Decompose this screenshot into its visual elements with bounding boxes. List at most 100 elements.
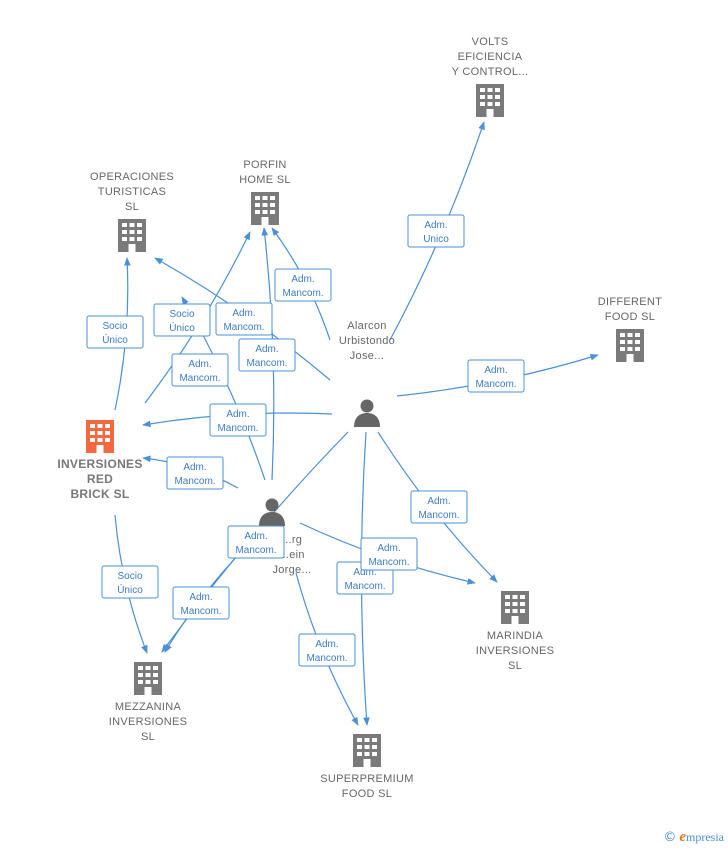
building-icon bbox=[118, 219, 146, 252]
edge-badge[interactable]: Adm.Mancom. bbox=[166, 456, 224, 490]
node-label: OPERACIONES bbox=[90, 171, 174, 183]
edge-badge-text: Socio bbox=[169, 309, 194, 320]
edge-badge-text: Socio bbox=[102, 321, 127, 332]
node-jorge[interactable]: ...rg...einJorge... bbox=[259, 498, 312, 577]
node-label: MEZZANINA bbox=[115, 701, 182, 713]
edge-badge-text: Mancom. bbox=[418, 510, 459, 521]
edge-badge[interactable]: Adm. Mancom. bbox=[467, 359, 525, 393]
node-label: SL bbox=[141, 731, 155, 743]
node-label: Jose... bbox=[350, 350, 385, 362]
edge-badge-text: Adm. bbox=[291, 274, 314, 285]
edge-badge[interactable]: Adm.Mancom. bbox=[209, 403, 267, 437]
edge-badge[interactable]: Adm. Mancom. bbox=[274, 268, 332, 302]
edge-badge-box bbox=[274, 268, 332, 302]
node-mezzanina[interactable]: MEZZANINA INVERSIONES SL bbox=[109, 662, 188, 743]
edge-badge[interactable]: Adm. Mancom. bbox=[227, 525, 285, 559]
edge-badge-text: Adm. bbox=[315, 639, 338, 650]
edge-badge-text: Mancom. bbox=[246, 358, 287, 369]
edge-badge-text: Mancom. bbox=[306, 653, 347, 664]
edge-badge[interactable]: Adm. Unico bbox=[407, 214, 465, 248]
building-icon bbox=[476, 84, 504, 117]
edge-badge-text: Adm. bbox=[189, 592, 212, 603]
node-label: SL bbox=[508, 660, 522, 672]
node-label: PORFIN bbox=[243, 159, 286, 171]
edge-badge-text: Mancom. bbox=[223, 322, 264, 333]
edge-badge[interactable]: Adm. Mancom. bbox=[360, 537, 418, 571]
building-icon bbox=[134, 662, 162, 695]
node-label: Urbistondo bbox=[339, 335, 395, 347]
node-alarcon[interactable]: AlarconUrbistondoJose... bbox=[339, 320, 395, 427]
edge-badge-text: Único bbox=[117, 583, 143, 596]
edge-badge-text: Adm. bbox=[377, 543, 400, 554]
edge-badge-text: Adm. bbox=[232, 308, 255, 319]
node-porfin[interactable]: PORFIN HOME SL bbox=[239, 159, 291, 225]
edge-badge-box bbox=[407, 214, 465, 248]
node-label: SL bbox=[125, 201, 139, 213]
edge-badge-box bbox=[410, 490, 468, 524]
edge-badge[interactable]: Adm. Mancom. bbox=[171, 353, 229, 387]
person-icon bbox=[259, 498, 285, 526]
edge-badge-text: Adm. bbox=[244, 531, 267, 542]
node-superpremium[interactable]: SUPERPREMIUM FOOD SL bbox=[320, 734, 413, 800]
node-label: INVERSIONES bbox=[57, 457, 142, 471]
node-label: TURISTICAS bbox=[98, 186, 166, 198]
edge-badge-text: Mancom. bbox=[217, 423, 258, 434]
edge-badge-text: Adm. bbox=[427, 496, 450, 507]
edge-badge-text: Adm. bbox=[484, 365, 507, 376]
node-label: RED bbox=[87, 472, 113, 486]
edge-badge-text: Mancom. bbox=[235, 545, 276, 556]
building-icon bbox=[86, 420, 114, 453]
edge-badge-text: Adm. bbox=[188, 359, 211, 370]
building-icon bbox=[616, 329, 644, 362]
node-label: INVERSIONES bbox=[109, 716, 188, 728]
node-label: FOOD SL bbox=[605, 311, 655, 323]
edge-badge-text: Mancom. bbox=[179, 373, 220, 384]
edge-badge-text: Socio bbox=[117, 571, 142, 582]
edge-badge-box bbox=[86, 315, 144, 349]
node-label: HOME SL bbox=[239, 174, 291, 186]
node-label: DIFFERENT bbox=[598, 296, 662, 308]
copyright-icon: © bbox=[663, 830, 677, 845]
node-label: SUPERPREMIUM bbox=[320, 773, 413, 785]
building-icon bbox=[353, 734, 381, 767]
edge-badge-text: Mancom. bbox=[344, 581, 385, 592]
edge-badge-box bbox=[227, 525, 285, 559]
node-label: BRICK SL bbox=[70, 487, 129, 501]
edge-badge-box bbox=[171, 353, 229, 387]
edge-badge[interactable]: Adm. Mancom. bbox=[215, 302, 273, 336]
edge-badge-box bbox=[467, 359, 525, 393]
edge-badge[interactable]: Adm.Mancom. bbox=[238, 338, 296, 372]
node-label: ...ein bbox=[279, 549, 305, 561]
node-label: FOOD SL bbox=[342, 788, 392, 800]
node-label: Alarcon bbox=[347, 320, 386, 332]
edge-badge-text: Mancom. bbox=[368, 557, 409, 568]
edge-badge-text: Unico bbox=[423, 234, 449, 245]
edge-badge-box bbox=[172, 586, 230, 620]
edge-badge-box bbox=[238, 338, 296, 372]
edge-badge-text: Adm. bbox=[424, 220, 447, 231]
edge-badge-text: Único bbox=[169, 321, 195, 334]
node-different[interactable]: DIFFERENT FOOD SL bbox=[598, 296, 662, 362]
edge-badge-text: Mancom. bbox=[282, 288, 323, 299]
node-operaciones[interactable]: OPERACIONES TURISTICAS SL bbox=[90, 171, 174, 252]
edge-badge-text: Adm. bbox=[353, 567, 376, 578]
edge-badge-text: Único bbox=[102, 333, 128, 346]
edge-badge-text: Mancom. bbox=[174, 476, 215, 487]
edge-badge[interactable]: Adm. Mancom. bbox=[298, 633, 356, 667]
edge-badge[interactable]: Adm.Mancom. bbox=[172, 586, 230, 620]
edge-badge[interactable]: Adm. Mancom. bbox=[410, 490, 468, 524]
brand-initial: e bbox=[679, 829, 686, 845]
edge-badge-box bbox=[101, 565, 159, 599]
node-label: Y CONTROL... bbox=[452, 66, 529, 78]
edge-badge-text: Mancom. bbox=[475, 379, 516, 390]
brand-footer[interactable]: © empresia bbox=[663, 829, 724, 846]
edge-badge-box bbox=[298, 633, 356, 667]
badges-layer: Adm.UnicoAdm.Mancom.Adm.Mancom.Adm.Manco… bbox=[86, 214, 525, 667]
